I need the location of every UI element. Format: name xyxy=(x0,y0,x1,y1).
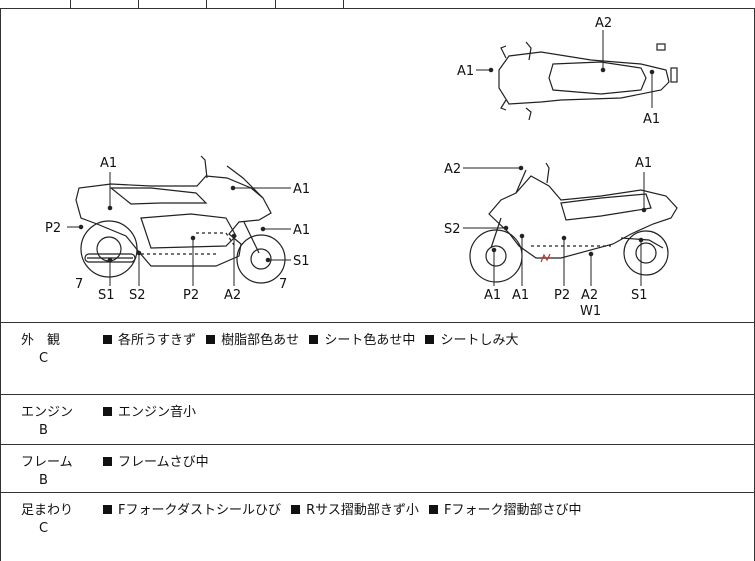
bullet-square-icon xyxy=(103,335,112,344)
note-item: Rサス摺動部きず小 xyxy=(306,503,419,518)
top-handle-lower xyxy=(500,99,507,111)
leader-lines xyxy=(67,30,655,286)
front-hub xyxy=(485,245,507,267)
bullet-square-icon xyxy=(291,505,301,514)
top-taillight xyxy=(670,67,678,83)
inspection-row-exterior: 外 観 C 各所うすきず 樹脂部色あせ シート色あせ中 シートしみ大 xyxy=(1,323,754,395)
label-7: 7 xyxy=(279,277,287,292)
row-notes: フレームさび中 xyxy=(103,451,215,470)
row-grade: B xyxy=(39,473,48,488)
bullet-square-icon xyxy=(206,335,216,344)
rear-wheel xyxy=(623,230,669,276)
left-side-view xyxy=(75,155,286,284)
top-seat xyxy=(548,61,647,95)
scooter-diagram-svg: A1 P2 A1 A1 S1 7 7 S1 S2 P2 A2 A2 A1 S2 … xyxy=(45,16,678,319)
label-p2: P2 xyxy=(45,221,61,236)
label-s1: S1 xyxy=(293,254,310,269)
seat xyxy=(109,187,208,205)
front-hub xyxy=(250,248,272,270)
right-side-view xyxy=(469,162,678,283)
note-item: フレームさび中 xyxy=(118,455,209,470)
label-a2: A2 xyxy=(224,288,241,303)
top-body-outline xyxy=(498,51,670,105)
label-a1: A1 xyxy=(100,156,117,171)
top-mirror-upper xyxy=(525,41,532,61)
note-item: Fフォーク摺動部さび中 xyxy=(444,503,582,518)
label-a1: A1 xyxy=(293,182,310,197)
note-item: 各所うすきず xyxy=(118,333,197,348)
bullet-square-icon xyxy=(103,457,112,466)
label-a1: A1 xyxy=(457,64,474,79)
label-a1: A1 xyxy=(484,288,501,303)
logo-mark xyxy=(540,253,551,263)
label-a1: A1 xyxy=(643,112,660,127)
label-s2: S2 xyxy=(129,288,146,303)
front-fork xyxy=(243,221,260,254)
top-mirror-lower xyxy=(525,107,532,121)
inspection-row-engine: エンジン B エンジン音小 xyxy=(1,395,754,445)
bullet-square-icon xyxy=(425,335,435,344)
row-notes: 各所うすきず 樹脂部色あせ シート色あせ中 シートしみ大 xyxy=(103,329,524,348)
label-s2: S2 xyxy=(444,222,461,237)
row-name: フレーム xyxy=(21,455,73,470)
body-outline xyxy=(488,175,678,259)
note-item: 樹脂部色あせ xyxy=(221,333,300,348)
top-grip xyxy=(656,43,666,51)
label-a1: A1 xyxy=(293,223,310,238)
label-a2: A2 xyxy=(595,16,612,31)
label-a2: A2 xyxy=(581,288,598,303)
row-notes: Fフォークダストシールひび Rサス摺動部きず小 Fフォーク摺動部さび中 xyxy=(103,499,588,518)
header-cell xyxy=(206,0,276,8)
note-item: Fフォークダストシールひび xyxy=(118,503,281,518)
row-name: エンジン xyxy=(21,405,74,420)
header-cell xyxy=(0,0,71,8)
header-cell xyxy=(70,0,139,8)
row-grade: B xyxy=(39,423,48,438)
seat xyxy=(560,193,652,221)
row-grade: C xyxy=(39,351,49,366)
inspection-table: 外 観 C 各所うすきず 樹脂部色あせ シート色あせ中 シートしみ大 エンジン … xyxy=(0,323,755,561)
mirror xyxy=(200,155,208,179)
top-view xyxy=(498,41,678,121)
front-wheel xyxy=(469,229,523,283)
dashed-line xyxy=(196,232,237,249)
windscreen xyxy=(515,169,527,194)
label-w1: W1 xyxy=(580,304,601,319)
bullet-square-icon xyxy=(103,407,112,416)
row-name: 外 観 xyxy=(21,333,61,348)
body-outline xyxy=(75,175,272,267)
row-name: 足まわり xyxy=(21,503,74,518)
note-item: シート色あせ中 xyxy=(324,333,416,348)
bullet-square-icon xyxy=(309,335,319,344)
label-p2: P2 xyxy=(183,288,199,303)
inspection-row-frame: フレーム B フレームさび中 xyxy=(1,445,754,493)
header-table-remnant xyxy=(0,0,755,9)
label-a1: A1 xyxy=(512,288,529,303)
mirror xyxy=(545,162,550,184)
damage-diagram: A1 P2 A1 A1 S1 7 7 S1 S2 P2 A2 A2 A1 S2 … xyxy=(0,8,755,323)
label-s1: S1 xyxy=(631,288,648,303)
inspection-row-suspension: 足まわり C Fフォークダストシールひび Rサス摺動部きず小 Fフォーク摺動部さ… xyxy=(1,493,754,561)
label-7: 7 xyxy=(75,277,83,292)
note-item: エンジン音小 xyxy=(118,405,197,420)
bullet-square-icon xyxy=(429,505,439,514)
label-a2: A2 xyxy=(444,162,461,177)
front-wheel xyxy=(236,234,286,284)
row-notes: エンジン音小 xyxy=(103,401,202,420)
floor-panel xyxy=(140,213,237,249)
rear-hub xyxy=(635,242,657,264)
label-p2: P2 xyxy=(554,288,570,303)
front-fork xyxy=(490,217,502,249)
bullet-square-icon xyxy=(103,505,112,514)
top-handle-upper xyxy=(500,45,507,59)
note-item: シートしみ大 xyxy=(440,333,519,348)
header-cell xyxy=(275,0,344,8)
windscreen xyxy=(226,165,264,199)
label-s1: S1 xyxy=(98,288,115,303)
muffler xyxy=(620,237,664,249)
header-cell xyxy=(138,0,207,8)
row-grade: C xyxy=(39,521,49,536)
label-a1: A1 xyxy=(635,156,652,171)
